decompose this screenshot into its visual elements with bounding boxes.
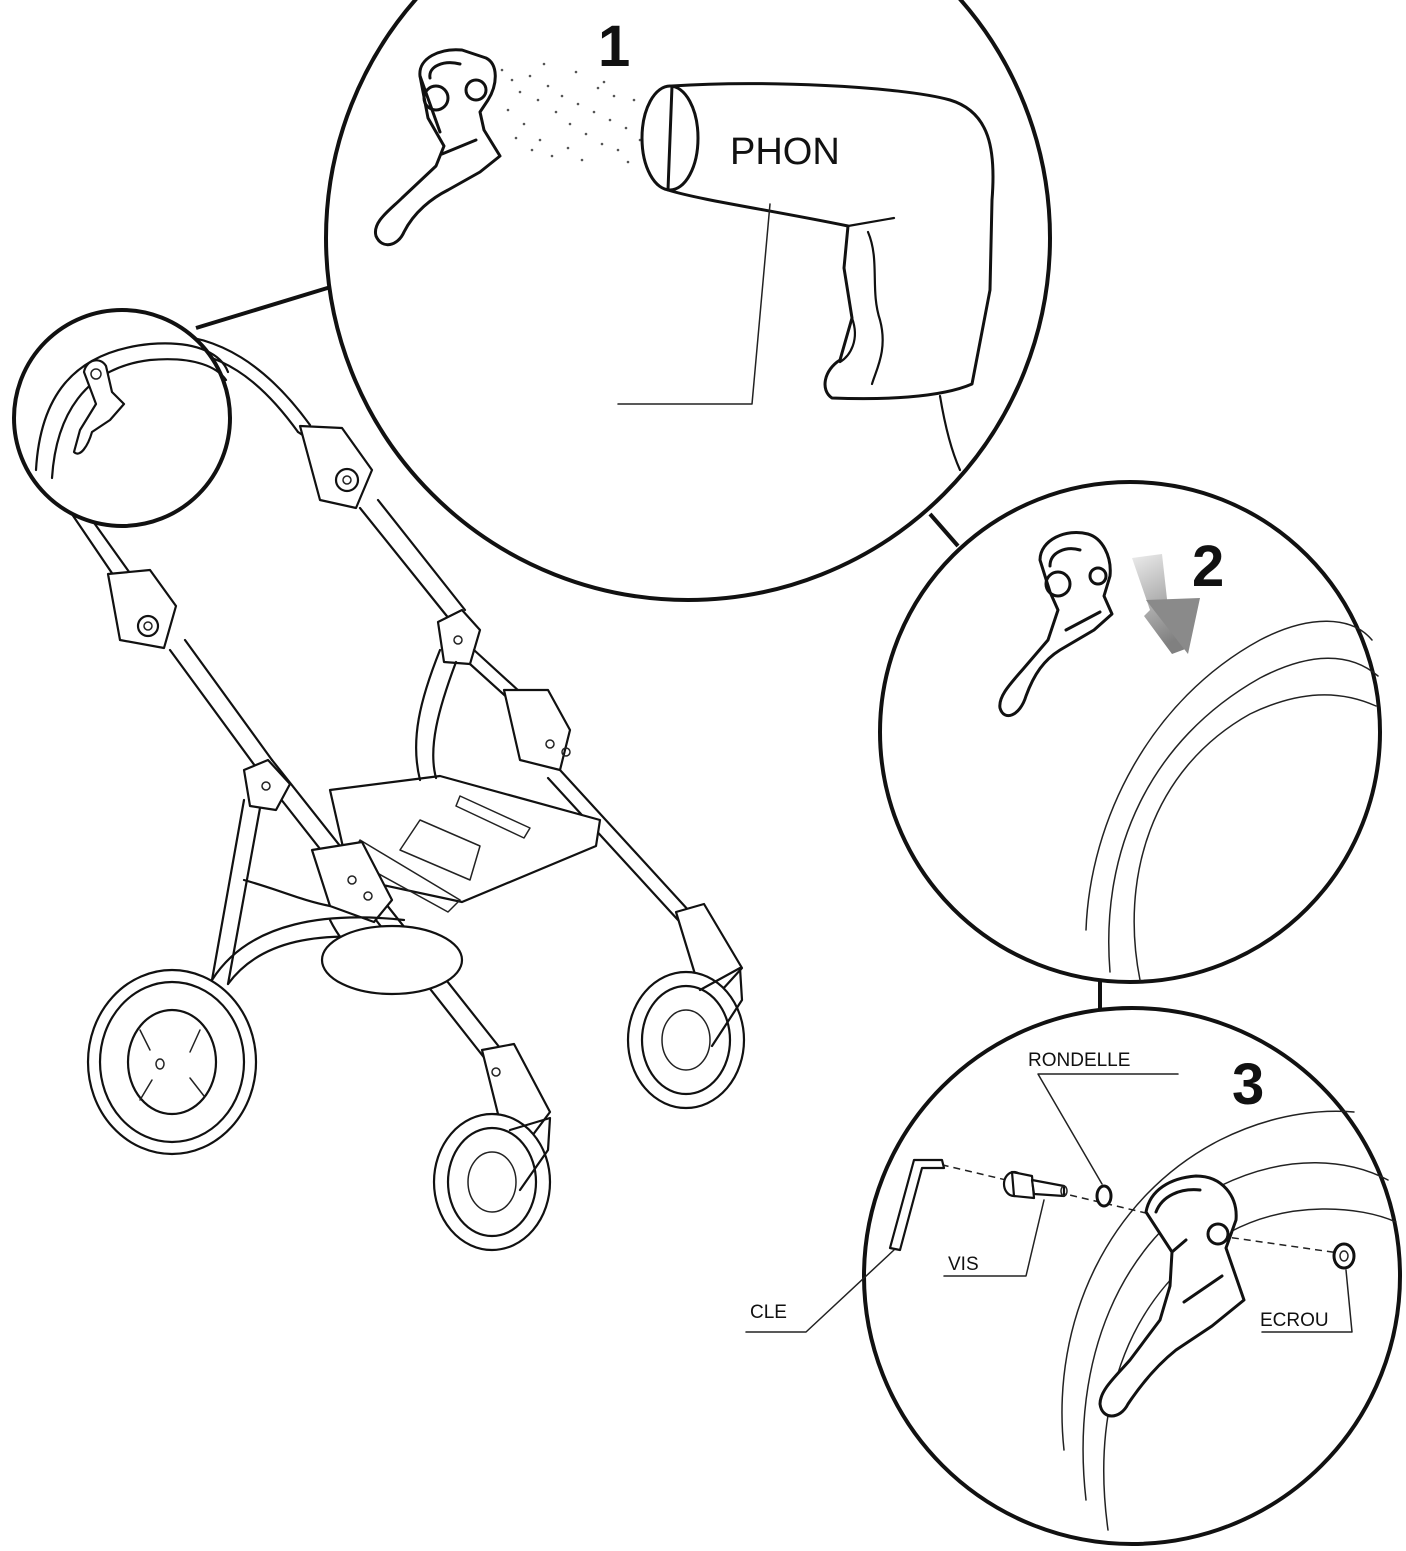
cle-label: CLE: [750, 1302, 787, 1323]
cle-leader: [745, 1249, 895, 1333]
step-1-number: 1: [598, 14, 630, 79]
brake-lever-step2: [998, 531, 1114, 718]
basket-wheel-guard: [320, 924, 464, 996]
front-wheel: [432, 1112, 552, 1252]
rear-left-wheel: [86, 968, 258, 1156]
ecrou-label: ECROU: [1260, 1310, 1329, 1331]
rondelle-label: RONDELLE: [1028, 1050, 1130, 1071]
brake-lever-step3: [1098, 1174, 1246, 1418]
ecrou-leader: [1261, 1269, 1353, 1333]
step-2-number: 2: [1192, 534, 1224, 599]
vis-leader: [943, 1199, 1045, 1277]
down-arrow: [1132, 554, 1200, 654]
dryer-label: PHON: [730, 131, 840, 173]
brake-lever-small: [72, 359, 126, 455]
rear-right-wheel: [626, 966, 746, 1110]
washer: [1095, 1184, 1113, 1208]
hair-dryer-illustration: [617, 82, 995, 472]
step-2-panel: 2: [878, 480, 1382, 984]
connector-step1-to-step2: [928, 512, 960, 548]
screw: [1002, 1170, 1068, 1200]
vis-label: VIS: [948, 1254, 979, 1275]
step-3-number: 3: [1232, 1052, 1264, 1117]
nut: [1332, 1242, 1356, 1270]
rondelle-leader: [1037, 1073, 1179, 1185]
connector-small-to-step1: [195, 284, 335, 330]
step-3-panel: 3: [745, 1006, 1402, 1546]
stroller-frame: [40, 333, 744, 1138]
step-1-panel: 1: [324, 0, 1052, 602]
brake-lever-step1: [373, 48, 502, 247]
hex-key: [888, 1158, 946, 1252]
detail-circle-handle: [12, 308, 232, 528]
